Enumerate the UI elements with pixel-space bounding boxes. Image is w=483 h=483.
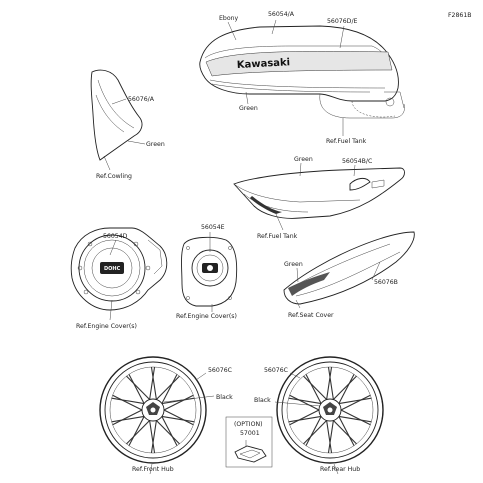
tank-brand-text: Kawasaki [237, 57, 291, 71]
fuel-tank-drawing: Kawasaki [199, 19, 405, 136]
rear-wheel-spoke [288, 397, 322, 405]
cowling-drawing [90, 69, 146, 171]
rear-wheel-spoke [338, 397, 372, 405]
front-wheel-spoke [156, 375, 180, 400]
label-ref-engine-cover-2: Ref.Engine Cover(s) [176, 313, 237, 320]
label-black-rear: Black [254, 397, 271, 404]
label-56076b: 56076B [374, 279, 398, 286]
label-ref-seat-cover: Ref.Seat Cover [288, 312, 334, 319]
rear-wheel-spoke [340, 409, 371, 426]
rear-wheel-spoke [305, 416, 322, 446]
label-green-cowl: Green [146, 141, 165, 148]
front-wheel-spoke [128, 416, 145, 446]
label-56076c-rear: 56076C [264, 367, 288, 374]
label-ref-cowling: Ref.Cowling [96, 173, 132, 180]
rear-wheel-spoke [326, 420, 333, 454]
label-56054e: 56054E [201, 224, 225, 231]
front-wheel-spoke [163, 409, 194, 426]
rear-wheel-spoke [326, 366, 333, 400]
rear-wheel-spoke [289, 409, 320, 426]
label-option: (OPTION) [234, 421, 263, 428]
label-green-side: Green [294, 156, 313, 163]
front-wheel-spoke [112, 409, 143, 426]
rear-wheel-spoke [303, 420, 327, 445]
label-green-tank: Green [239, 105, 258, 112]
rear-wheel-spoke [289, 394, 320, 411]
engine-cover-left-drawing: DOHC [70, 227, 168, 321]
label-ebony: Ebony [219, 15, 239, 22]
front-wheel-drawing [99, 356, 215, 475]
front-wheel-spoke [126, 420, 150, 445]
front-wheel-spoke [163, 394, 194, 411]
front-wheel-spoke [111, 397, 145, 405]
engine-cover-logo: DOHC [104, 266, 121, 272]
figure-code: F2861B [448, 12, 472, 19]
seat-cover-drawing [283, 231, 415, 309]
label-56076e: 56076D/E [327, 18, 358, 25]
option-box [225, 416, 273, 468]
front-wheel-spoke [112, 394, 143, 411]
rear-wheel-spoke [338, 416, 355, 446]
label-56076c-front: 56076C [208, 367, 232, 374]
front-wheel-spoke [126, 375, 150, 400]
front-wheel-spoke [150, 366, 157, 400]
front-wheel-spoke [149, 366, 156, 400]
label-56054d: 56054D [103, 233, 128, 240]
label-ref-engine-cover-1: Ref.Engine Cover(s) [76, 323, 137, 330]
front-wheel-spoke [161, 415, 195, 423]
rear-wheel-drawing [274, 356, 384, 475]
label-56054bc: 56054B/C [342, 158, 372, 165]
rear-wheel-spoke [338, 374, 355, 404]
front-wheel-spoke [161, 374, 178, 404]
label-ref-fuel-tank-2: Ref.Fuel Tank [257, 233, 298, 240]
engine-cover-right-drawing [181, 232, 238, 312]
label-green-seat: Green [284, 261, 303, 268]
front-wheel-spoke [150, 420, 157, 454]
front-wheel-spoke [161, 416, 178, 446]
label-black-front: Black [216, 394, 233, 401]
label-56054a: 56054/A [268, 11, 295, 18]
label-56076a: 56076/A [128, 96, 155, 103]
rear-wheel-spoke [327, 366, 334, 400]
rear-wheel-spoke [340, 394, 371, 411]
rear-wheel-spoke [305, 374, 322, 404]
rear-wheel-spoke [333, 420, 357, 445]
front-wheel-spoke [111, 415, 145, 423]
front-wheel-spoke [128, 374, 145, 404]
front-wheel-spoke [149, 420, 156, 454]
label-ref-rear-hub: Ref.Rear Hub [320, 466, 360, 473]
side-cover-drawing [233, 162, 405, 231]
rear-wheel-spoke [327, 420, 334, 454]
rear-wheel-spoke [303, 375, 327, 400]
label-57001: 57001 [240, 430, 260, 437]
label-ref-fuel-tank-1: Ref.Fuel Tank [326, 138, 367, 145]
front-wheel-spoke [156, 420, 180, 445]
rear-wheel-spoke [338, 415, 372, 423]
rear-wheel-spoke [288, 415, 322, 423]
label-ref-front-hub: Ref.Front Hub [132, 466, 174, 473]
rear-wheel-spoke [333, 375, 357, 400]
